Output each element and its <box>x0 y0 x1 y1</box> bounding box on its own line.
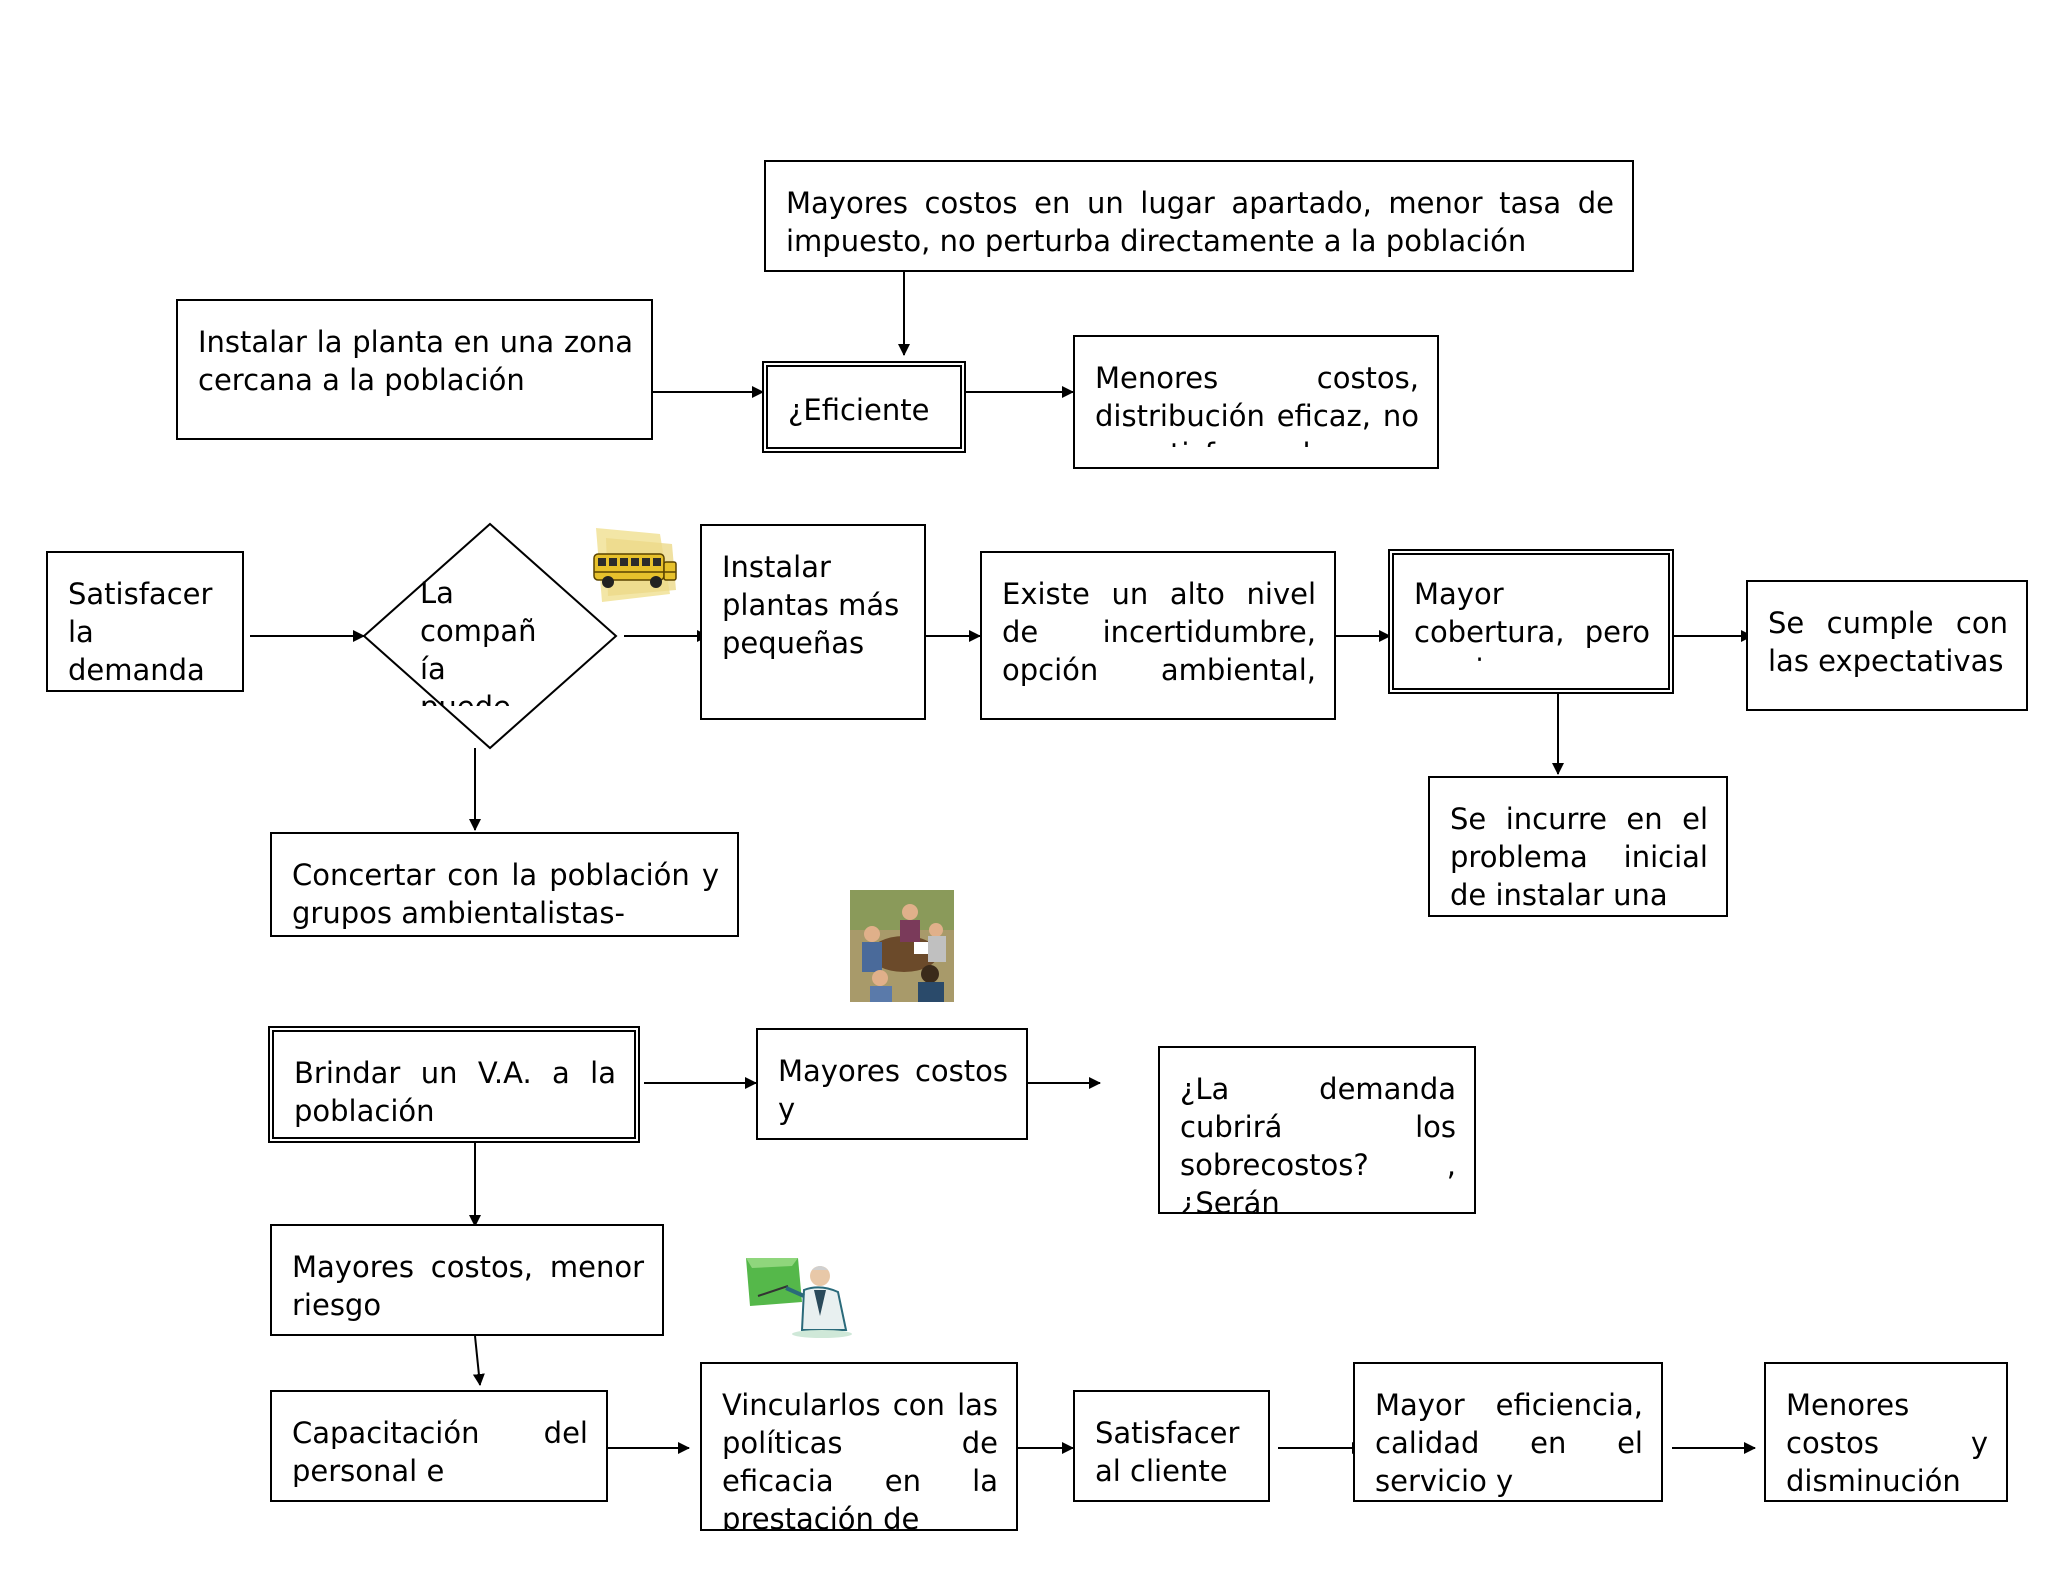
node-uncertainty-text: Existe un alto nivel de incertidumbre, o… <box>1002 577 1316 687</box>
node-less-costs-text: Menores costos y disminución <box>1786 1388 1988 1498</box>
node-satisfy-client: Satisfacer al cliente <box>1073 1390 1270 1502</box>
node-top-costs-text: Mayores costos en un lugar apartado, men… <box>786 186 1614 258</box>
node-satisfy-client-text: Satisfacer al cliente <box>1095 1416 1240 1488</box>
node-satisfy-demand-text: Satisfacer la demanda <box>68 577 213 687</box>
node-demand-cover: ¿La demanda cubrirá los sobrecostos? , ¿… <box>1158 1046 1476 1214</box>
node-concert-text: Concertar con la población y grupos ambi… <box>292 858 719 930</box>
node-efficiency: Mayor eficiencia, calidad en el servicio… <box>1353 1362 1663 1502</box>
node-training: Capacitación del personal e <box>270 1390 608 1502</box>
node-demand-cover-clip: ¿La demanda cubrirá los sobrecostos? , ¿… <box>1180 1070 1456 1214</box>
node-link-policies: Vincularlos con las políticas de eficaci… <box>700 1362 1018 1531</box>
node-higher-costs-y: Mayores costos y <box>756 1028 1028 1140</box>
node-lower-costs-text: Menores costos, distribución eficaz, no … <box>1095 361 1419 447</box>
node-company-can: La compañ ía puede <box>420 574 540 706</box>
meeting-icon <box>850 890 954 1002</box>
node-initial-problem-text: Se incurre en el problema inicial de ins… <box>1450 802 1708 912</box>
node-demand-cover-text: ¿La demanda cubrirá los sobrecostos? , ¿… <box>1180 1072 1456 1214</box>
node-expectations-clip: Se cumple con las expectativas <box>1768 604 2008 690</box>
node-install-near-text: Instalar la planta en una zona cercana a… <box>198 325 633 397</box>
node-higher-costs-y-text: Mayores costos y <box>778 1054 1008 1126</box>
node-smaller-plants: Instalar plantas más pequeñas <box>700 524 926 720</box>
node-satisfy-demand: Satisfacer la demanda <box>46 551 244 692</box>
node-coverage-clip: Mayor cobertura, pero ¿mejor <box>1414 575 1650 663</box>
node-expectations: Se cumple con las expectativas <box>1746 580 2028 711</box>
node-link-policies-text: Vincularlos con las políticas de eficaci… <box>722 1388 998 1530</box>
teacher-icon <box>742 1256 858 1340</box>
node-costs-less-risk-text: Mayores costos, menor riesgo <box>292 1250 644 1322</box>
node-concert: Concertar con la población y grupos ambi… <box>270 832 739 937</box>
node-link-policies-clip: Vincularlos con las políticas de eficaci… <box>722 1386 998 1530</box>
node-efficiency-clip: Mayor eficiencia, calidad en el servicio… <box>1375 1386 1643 1498</box>
node-smaller-plants-text: Instalar plantas más pequeñas <box>722 550 900 660</box>
node-provide-va: Brindar un V.A. a la población <box>268 1026 640 1143</box>
node-efficient-text: ¿Eficiente <box>788 393 930 427</box>
node-uncertainty-clip: Existe un alto nivel de incertidumbre, o… <box>1002 575 1316 691</box>
node-concert-clip: Concertar con la población y grupos ambi… <box>292 856 719 932</box>
node-coverage-text: Mayor cobertura, pero ¿mejor <box>1414 577 1650 663</box>
node-initial-problem-clip: Se incurre en el problema inicial de ins… <box>1450 800 1708 914</box>
node-provide-va-wrap: Brindar un V.A. a la población <box>294 1054 616 1130</box>
node-satisfy-demand-wrap: Satisfacer la demanda <box>68 575 224 689</box>
node-less-costs: Menores costos y disminución <box>1764 1362 2008 1502</box>
node-expectations-text: Se cumple con las expectativas <box>1768 606 2008 678</box>
node-lower-costs: Menores costos, distribución eficaz, no … <box>1073 335 1439 469</box>
arrow-risk-to-training <box>472 1335 485 1386</box>
node-uncertainty: Existe un alto nivel de incertidumbre, o… <box>980 551 1336 720</box>
node-lower-costs-clip: Menores costos, distribución eficaz, no … <box>1095 359 1419 447</box>
node-efficiency-text: Mayor eficiencia, calidad en el servicio… <box>1375 1388 1643 1498</box>
node-initial-problem: Se incurre en el problema inicial de ins… <box>1428 776 1728 917</box>
node-costs-less-risk: Mayores costos, menor riesgo <box>270 1224 664 1336</box>
node-coverage: Mayor cobertura, pero ¿mejor <box>1388 549 1674 694</box>
node-provide-va-text: Brindar un V.A. a la población <box>294 1056 616 1128</box>
node-top-costs: Mayores costos en un lugar apartado, men… <box>764 160 1634 272</box>
bus-icon <box>590 524 680 608</box>
node-efficient: ¿Eficiente <box>762 361 966 453</box>
node-company-can-text: La compañ ía puede <box>420 576 537 706</box>
node-install-near: Instalar la planta en una zona cercana a… <box>176 299 653 440</box>
decision-diamond <box>362 522 618 750</box>
node-less-costs-clip: Menores costos y disminución <box>1786 1386 1988 1498</box>
node-training-text: Capacitación del personal e <box>292 1416 588 1488</box>
